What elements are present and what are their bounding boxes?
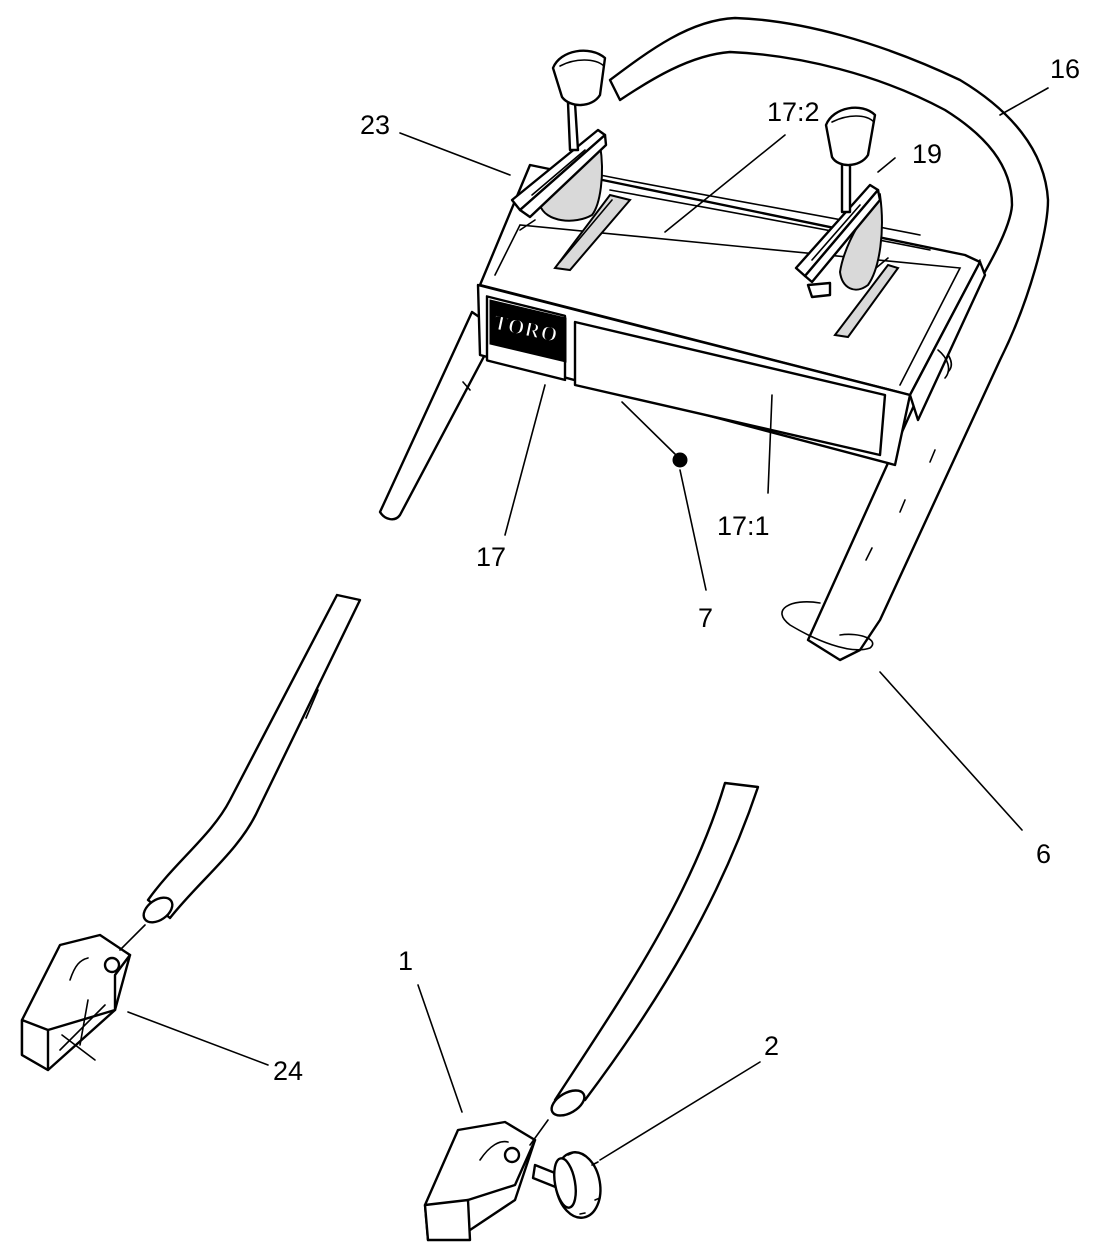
- right-handle-bracket: [423, 1119, 549, 1242]
- hairpin-clip: [781, 601, 874, 651]
- callout-19: 19: [912, 139, 942, 169]
- right-lower-tube: [550, 781, 760, 1117]
- screw: [621, 401, 688, 468]
- left-control-lever: [510, 49, 608, 222]
- callout-1: 1: [398, 946, 413, 976]
- right-control-lever: [794, 106, 883, 299]
- leader-lines: [127, 87, 1049, 1161]
- control-panel: TORO: [476, 163, 987, 467]
- left-handle-bracket: [20, 924, 146, 1072]
- left-upper-tube: [378, 310, 500, 521]
- callout-24: 24: [273, 1056, 303, 1086]
- callout-16: 16: [1050, 54, 1080, 84]
- callout-7: 7: [698, 603, 713, 633]
- callout-17-2: 17:2: [767, 97, 820, 127]
- callout-labels: 16 23 17:2 19 17 7 17:1 6 1 2 24: [273, 54, 1080, 1086]
- callout-6: 6: [1036, 839, 1051, 869]
- callout-23: 23: [360, 110, 390, 140]
- callout-17: 17: [476, 542, 506, 572]
- adjustment-knob: [531, 1151, 602, 1219]
- left-lower-tube: [142, 593, 362, 924]
- callout-2: 2: [764, 1031, 779, 1061]
- callout-17-1: 17:1: [717, 511, 770, 541]
